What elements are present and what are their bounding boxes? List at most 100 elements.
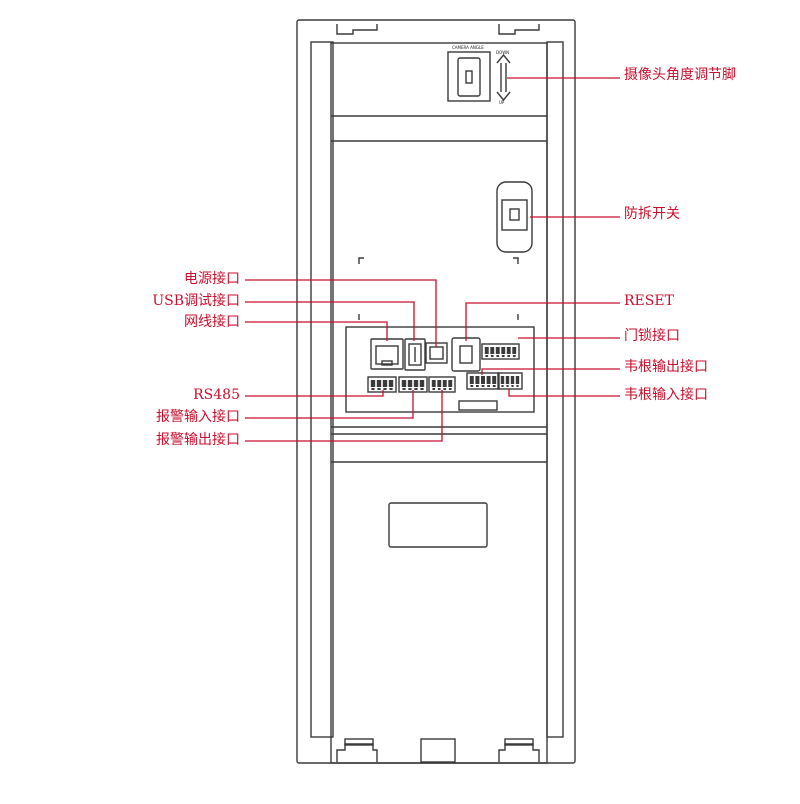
- leader-line-alarm-output-port: [245, 390, 443, 442]
- wiegand-output-terminal-screw: [470, 385, 474, 387]
- door-lock-terminal-screw: [507, 355, 511, 357]
- rs485-terminal-screw: [389, 388, 393, 390]
- label-wiegand-input-port: 韦根输入接口: [624, 387, 708, 403]
- housing-rail-right: [546, 41, 564, 738]
- wiegand-input-terminal-pin: [500, 376, 505, 384]
- network-port-latch: [381, 360, 393, 366]
- label-alarm-input-port: 报警输入接口: [156, 409, 240, 425]
- bottom-clip-left: [336, 743, 378, 762]
- door-lock-terminal-screw: [485, 355, 489, 357]
- wiegand-output-terminal-pin: [469, 376, 474, 384]
- alarm-output-terminal-screw: [432, 388, 436, 390]
- leader-line-usb-debug-port: [245, 301, 415, 341]
- camera-knob-frame: [447, 51, 491, 102]
- door-lock-terminal-pin: [501, 347, 506, 354]
- label-power-port: 电源接口: [184, 271, 240, 287]
- panel-tab: [458, 400, 498, 411]
- wiegand-input-terminal-screw: [516, 385, 519, 387]
- rs485-terminal-screw: [377, 388, 381, 390]
- wiegand-output-terminal-pin: [481, 376, 485, 384]
- reset-button-body: [451, 337, 481, 372]
- door-lock-terminal: [481, 343, 520, 360]
- usb-port-socket: [408, 343, 422, 366]
- leader-line-alarm-input-port: [245, 390, 414, 419]
- usb-port-body: [404, 338, 426, 371]
- wiegand-output-terminal-screw: [476, 385, 479, 387]
- reset-button-cap: [459, 345, 473, 364]
- wiegand-input-terminal-pin: [515, 376, 520, 384]
- wiegand-output-terminal: [466, 372, 500, 390]
- camera-knob-slot: [465, 70, 473, 84]
- rs485-terminal: [367, 376, 397, 393]
- down-text: DOWN: [496, 50, 510, 55]
- door-lock-terminal-pin: [512, 347, 517, 354]
- rs485-terminal-pin: [376, 380, 382, 387]
- network-port-socket: [375, 345, 399, 365]
- corner-mark-1: [358, 257, 364, 264]
- alarm-output-terminal-screw: [448, 388, 452, 390]
- door-lock-terminal-pin: [484, 347, 489, 354]
- rs485-terminal-pin: [388, 380, 394, 387]
- wiegand-output-terminal-screw: [487, 385, 490, 387]
- wiegand-input-terminal-pin: [505, 376, 510, 384]
- leader-line-wiegand-output-port: [481, 368, 620, 375]
- camera-arrow-head-down: [496, 91, 511, 102]
- top-clip-left: [336, 24, 378, 35]
- top-clip-right: [498, 24, 540, 35]
- wiegand-output-terminal-screw: [492, 385, 496, 387]
- rs485-terminal-screw: [383, 388, 387, 390]
- door-lock-terminal-pin: [495, 347, 500, 354]
- label-usb-debug-port: USB调试接口: [152, 293, 240, 309]
- label-network-port: 网线接口: [184, 314, 240, 330]
- power-port-socket: [429, 346, 444, 360]
- wiegand-output-terminal-pin: [492, 376, 497, 384]
- door-lock-terminal-screw: [496, 355, 500, 357]
- rs485-terminal-pin: [382, 380, 388, 387]
- leader-line-rs485: [245, 390, 384, 397]
- corner-mark-2: [513, 257, 519, 264]
- alarm-input-terminal-pin: [419, 380, 425, 387]
- label-rs485: RS485: [193, 387, 240, 403]
- label-alarm-output-port: 报警输出接口: [156, 432, 240, 448]
- alarm-input-terminal-pin: [401, 380, 407, 387]
- label-wiegand-output-port: 韦根输出接口: [624, 359, 708, 375]
- door-lock-terminal-screw: [490, 355, 494, 357]
- lower-window: [388, 502, 488, 548]
- bottom-clip-right: [498, 743, 540, 762]
- camera-arrow-head-up: [496, 53, 511, 64]
- inner-plate: [330, 42, 548, 764]
- leader-line-network-port: [245, 321, 388, 341]
- wiegand-output-terminal-pin: [486, 376, 491, 384]
- leader-line-wiegand-input-port: [508, 389, 620, 397]
- alarm-input-terminal-pin: [413, 380, 419, 387]
- alarm-output-terminal-pin: [448, 380, 453, 387]
- label-camera-angle-adjust: 摄像头角度调节脚: [624, 67, 736, 83]
- door-lock-terminal-pin: [490, 347, 495, 354]
- tamper-switch-inner: [501, 199, 528, 231]
- wiegand-input-terminal-screw: [506, 385, 509, 387]
- alarm-output-terminal-pin: [437, 380, 442, 387]
- door-lock-terminal-screw: [512, 355, 516, 357]
- alarm-input-terminal-pin: [407, 380, 413, 387]
- camera-knob: [457, 57, 481, 97]
- door-lock-terminal-pin: [506, 347, 511, 354]
- label-reset: RESET: [624, 293, 674, 309]
- bottom-center-tab: [420, 738, 456, 763]
- wiegand-output-terminal-screw: [481, 385, 485, 387]
- alarm-input-terminal-screw: [420, 388, 424, 390]
- alarm-input-terminal-screw: [408, 388, 412, 390]
- alarm-input-terminal-screw: [414, 388, 418, 390]
- alarm-output-terminal-screw: [443, 388, 447, 390]
- alarm-output-terminal-pin: [431, 380, 436, 387]
- rs485-terminal-pin: [370, 380, 376, 387]
- wiegand-input-terminal-pin: [510, 376, 515, 384]
- wiegand-output-terminal-pin: [475, 376, 480, 384]
- bottom-clip-plate-right: [504, 738, 534, 746]
- leader-line-reset: [465, 302, 620, 341]
- leader-line-power-port: [245, 279, 437, 347]
- wiegand-input-terminal: [497, 372, 523, 390]
- camera-angle-text: CAMERA ANGLE: [452, 45, 484, 50]
- housing-rail-left: [310, 41, 334, 738]
